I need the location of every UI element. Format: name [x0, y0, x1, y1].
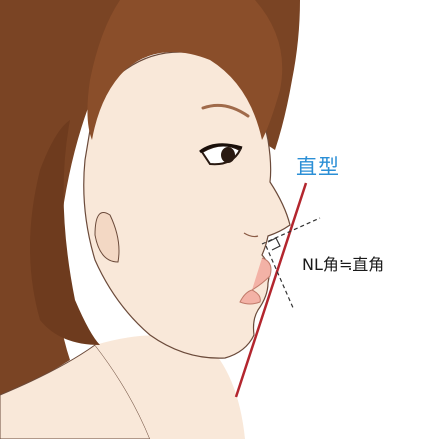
- nostril: [243, 232, 259, 238]
- profile-type-label: 直型: [296, 155, 340, 179]
- eyelashes: [199, 143, 243, 154]
- right-angle-icon: [267, 237, 281, 251]
- ear: [94, 212, 120, 263]
- nl-angle-label: NL角≒直角: [302, 255, 385, 274]
- iris: [221, 147, 235, 163]
- hair-side: [30, 120, 100, 345]
- lips: [239, 257, 272, 305]
- upper-lip-guide-line: [265, 245, 295, 311]
- eyebrow: [201, 103, 250, 118]
- hair-back: [0, 0, 300, 395]
- neck-front: [95, 335, 245, 439]
- profile-line: [234, 182, 308, 398]
- hair-front: [87, 0, 283, 140]
